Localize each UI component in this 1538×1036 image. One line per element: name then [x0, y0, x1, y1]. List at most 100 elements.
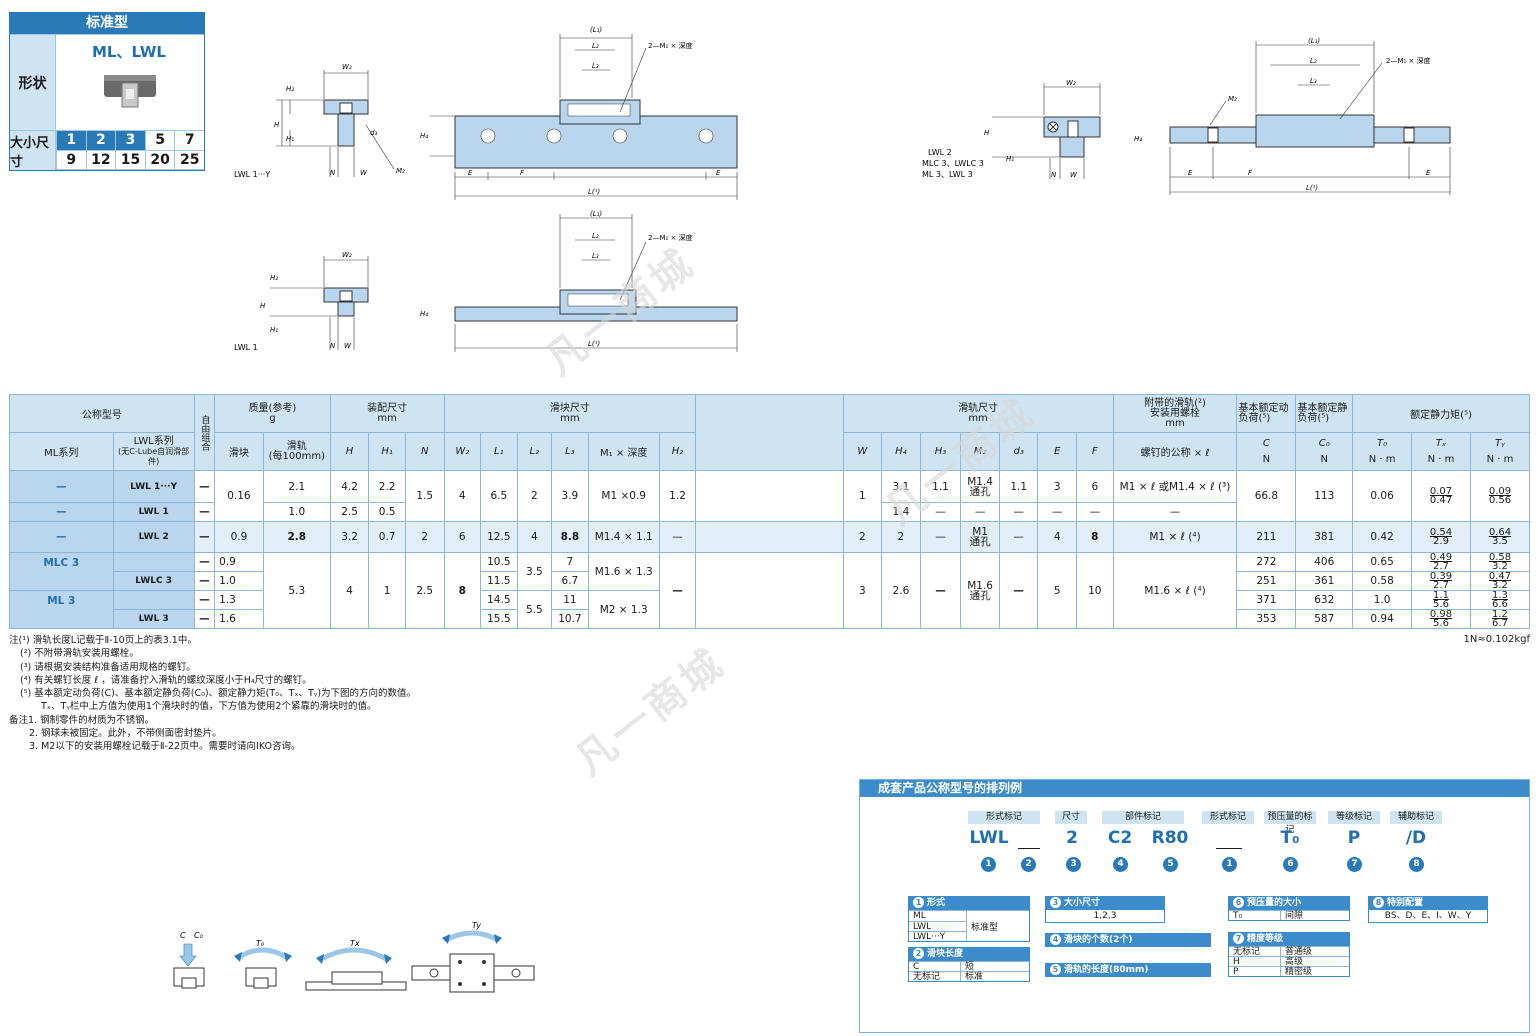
cell-E: 4 [1037, 521, 1078, 553]
code-c2: C2 [1107, 828, 1133, 848]
label-c0: C₀ [194, 931, 204, 940]
cell-L3: 6.7 [551, 571, 589, 591]
cell-H2: 1.2 [658, 470, 697, 522]
type-header: 标准型 [10, 13, 204, 34]
cell-N: 2.5 [404, 552, 445, 629]
tag-grade: 等级标记 [1328, 811, 1380, 824]
cell-W: 2 [842, 521, 883, 553]
ordering-example-panel: 成套产品公称型号的排列例 形式标记 尺寸 部件标记 形式标记 预压量的标记 等级… [859, 779, 1530, 1033]
cell-mass-block: 0.9 [214, 552, 264, 572]
cell-L1: 6.5 [480, 470, 518, 522]
cell-M1: M1 ×0.9 [587, 470, 660, 522]
code-blank-underline-2 [1216, 848, 1242, 849]
dim-m1-depth-3: 2—M₁ × 深度 [1386, 56, 1431, 65]
dim-e-right: E [716, 169, 721, 177]
cell-C: 251 [1236, 571, 1297, 591]
footnotes: 注(¹) 滑轨长度L记载于Ⅱ-10页上的表3.1中。 (²) 不附带滑轨安装用螺… [9, 634, 909, 754]
table-row: — LWL 2 — 0.9 2.8 3.2 0.7 2 6 12.5 4 8.8… [9, 521, 1531, 553]
cell-mass-block: 0.9 [214, 521, 264, 553]
index-4: 4 [1113, 857, 1128, 872]
cell-lwl: LWL 1 [112, 502, 195, 522]
th-sta: 基本额定静负荷(⁵) [1295, 394, 1354, 433]
cell-H3: — [919, 552, 962, 629]
cell-ml: — [9, 470, 114, 503]
th-H3: H₃ [919, 432, 962, 471]
th-M2: M₂ [960, 432, 1000, 471]
cell-mass-block: 0.16 [214, 470, 264, 522]
cell-lwl [112, 590, 195, 610]
cell-fa: — [193, 470, 216, 503]
cell-E: — [1037, 502, 1078, 522]
cell-L3: 7 [551, 552, 589, 572]
dim-l-2: L(¹) [588, 340, 600, 348]
th-H2: H₂ [658, 432, 697, 471]
th-blank [695, 394, 844, 471]
cell-E: 5 [1037, 552, 1078, 629]
table-row: — LWL 1 — 1.0 2.5 0.5 1.4 — — — — — — [9, 502, 1530, 522]
note-1: 注(¹) 滑轨长度L记载于Ⅱ-10页上的表3.1中。 [9, 635, 197, 646]
cell-W2: 4 [443, 470, 482, 522]
cell-T0: 1.0 [1352, 590, 1413, 610]
dim-m2-3: M₂ [1228, 95, 1237, 103]
cell-N: 1.5 [404, 470, 445, 522]
caption-lwl1y: LWL 1···Y [234, 170, 270, 179]
cell-bolt: — [1112, 502, 1238, 522]
cell-fa: — [193, 552, 216, 572]
cell-H2: — [658, 521, 697, 553]
code-r80: R80 [1151, 828, 1189, 848]
label-tx: Tx [350, 939, 360, 948]
dim-h1: H₁ [286, 135, 294, 143]
cell-C: 371 [1236, 590, 1297, 610]
th-L3: L₃ [551, 432, 589, 471]
index-6: 6 [1283, 857, 1298, 872]
th-lwl: LWL系列(无C-Lube自润滑部件) [112, 432, 195, 471]
dim-l2-3: L₂ [1310, 57, 1317, 65]
th-H4: H₄ [881, 432, 921, 471]
note-5b: Tₓ、Tᵧ栏中上方值为使用1个滑块时的值，下方值为使用2个紧靠的滑块时的值。 [41, 701, 377, 713]
th-L2: L₂ [516, 432, 553, 471]
remark-3: 3. M2以下的安装用螺栓记载于Ⅱ-22页中。需要时请向IKO咨询。 [29, 741, 301, 753]
dim-w-3: W [1070, 171, 1078, 179]
cell-L3: 10.7 [551, 609, 589, 629]
cell-M2: — [960, 502, 1000, 522]
cell-d3: — [998, 502, 1039, 522]
th-L1: L₁ [480, 432, 518, 471]
cell-mass-rail: 2.8 [262, 521, 331, 553]
th-bolt-spec: 螺钉的公称 × ℓ [1112, 432, 1238, 471]
cell-lwl: LWLC 3 [112, 571, 195, 591]
code-t0: T₀ [1280, 828, 1300, 848]
dim-d3: d₃ [370, 129, 377, 137]
cell-mass-block: 1.3 [214, 590, 264, 610]
load-direction-diagram: C C₀ T₀ Tx Ty [173, 921, 535, 993]
series-name: ML、LWL [92, 43, 166, 61]
cell-lwl [112, 552, 195, 572]
cell-blank [695, 470, 844, 522]
cell-L3: 3.9 [551, 470, 589, 522]
cell-ml: ML 3 [9, 590, 114, 629]
cell-L1: 15.5 [480, 609, 518, 629]
dim-l2-2: L₂ [592, 232, 599, 240]
code-blank-underline [1018, 848, 1040, 849]
th-H1: H₁ [368, 432, 406, 471]
th-N: N [404, 432, 445, 471]
